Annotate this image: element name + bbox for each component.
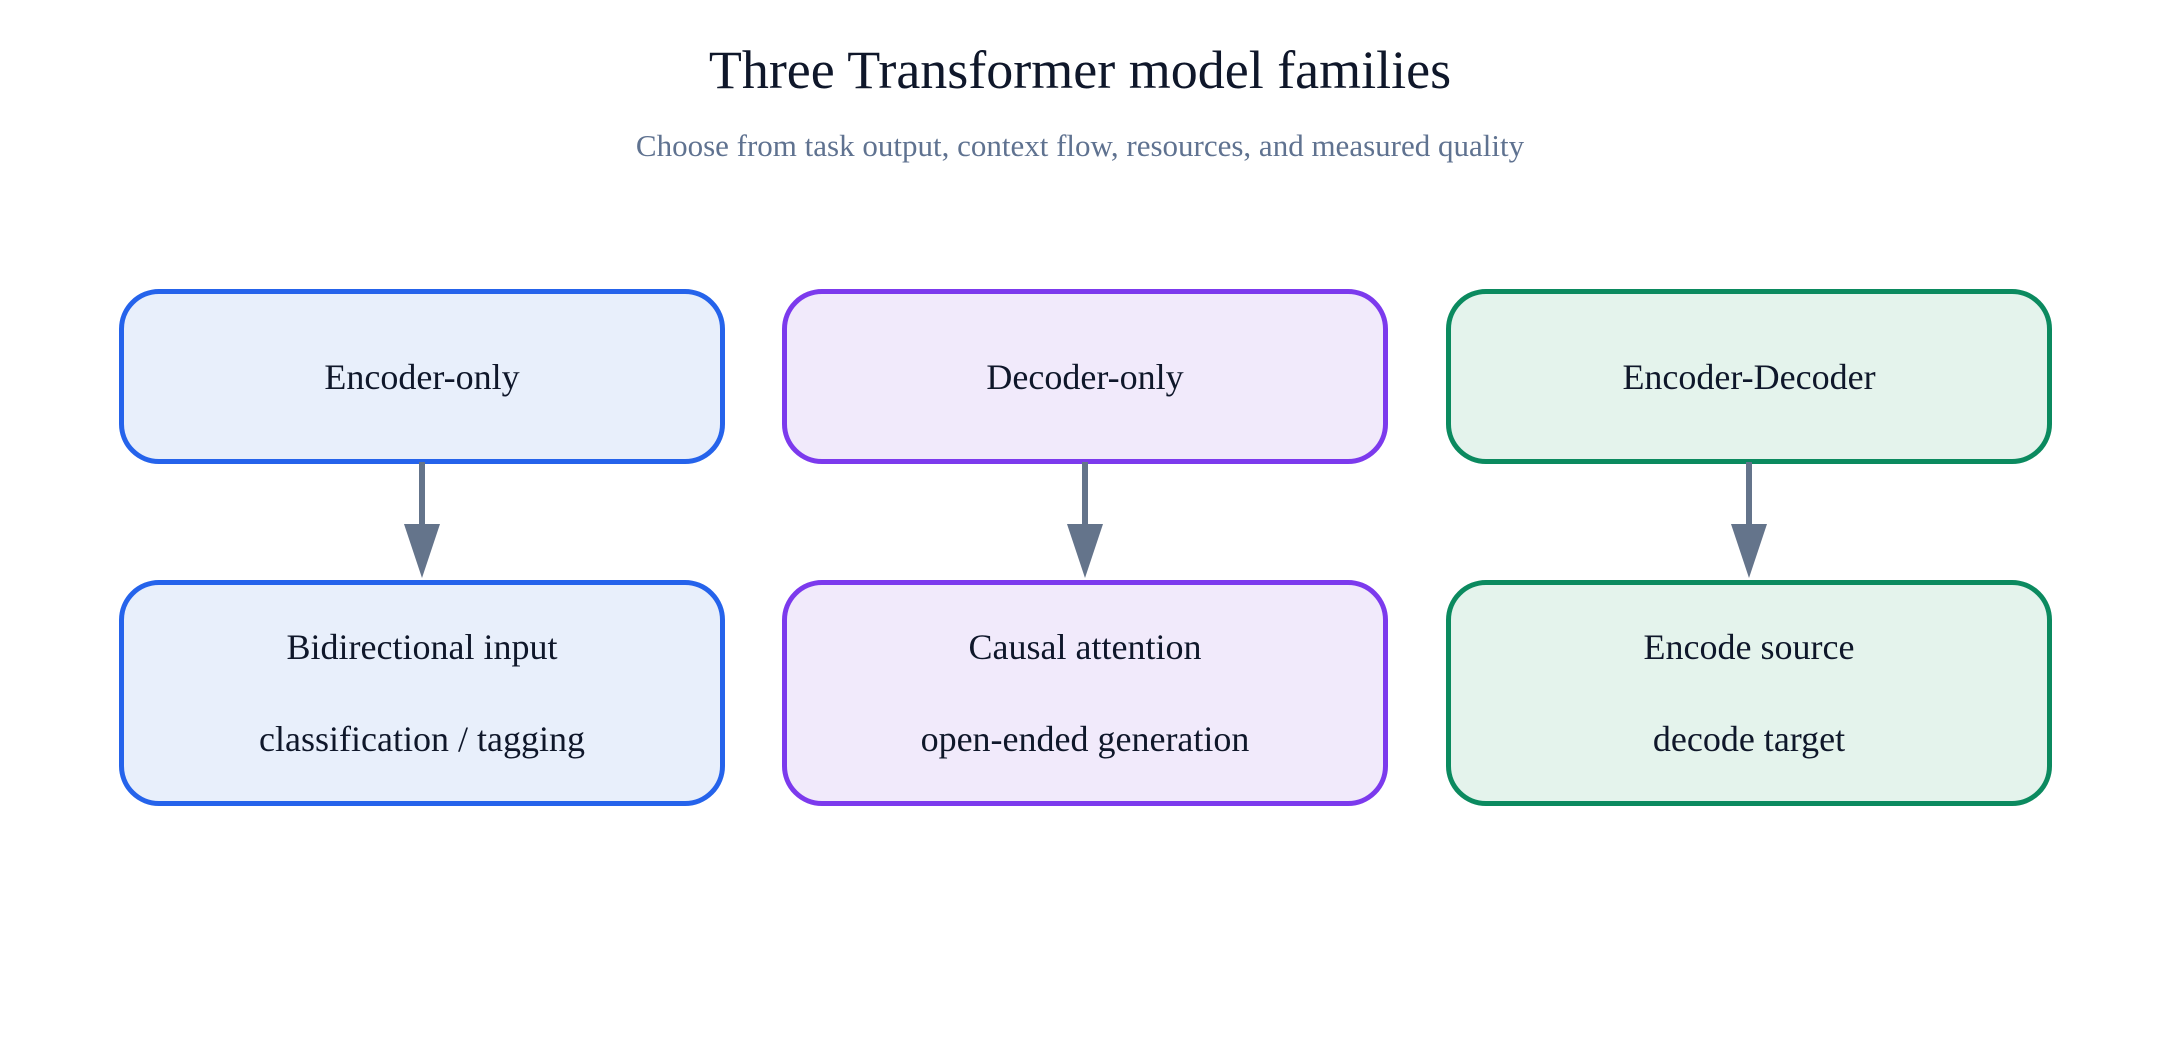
encoder-decoder-detail-line2: decode target [1652,719,1846,759]
decoder-only-label: Decoder-only [986,356,1184,397]
encoder-decoder-detail-line1: Encode source [1643,627,1855,667]
decoder-only-detail-node: Causal attention open-ended generation [782,580,1388,806]
encoder-only-detail-node: Bidirectional input classification / tag… [119,580,725,806]
encoder-decoder-arrow [1731,462,1767,578]
diagram-subtitle: Choose from task output, context flow, r… [635,128,1525,163]
diagram-title: Three Transformer model families [708,40,1452,100]
encoder-decoder-label: Encoder-Decoder [1622,356,1876,397]
encoder-decoder-detail-node: Encode source decode target [1446,580,2052,806]
encoder-decoder-node: Encoder-Decoder [1446,289,2052,464]
encoder-only-arrow [404,462,440,578]
encoder-only-detail-line1: Bidirectional input [286,627,558,667]
encoder-only-node: Encoder-only [119,289,725,464]
encoder-only-label: Encoder-only [324,356,520,397]
decoder-only-detail-line2: open-ended generation [920,719,1250,759]
decoder-only-detail-line1: Causal attention [968,627,1202,667]
decoder-only-node: Decoder-only [782,289,1388,464]
encoder-only-detail-line2: classification / tagging [259,719,585,759]
decoder-only-arrow [1067,462,1103,578]
